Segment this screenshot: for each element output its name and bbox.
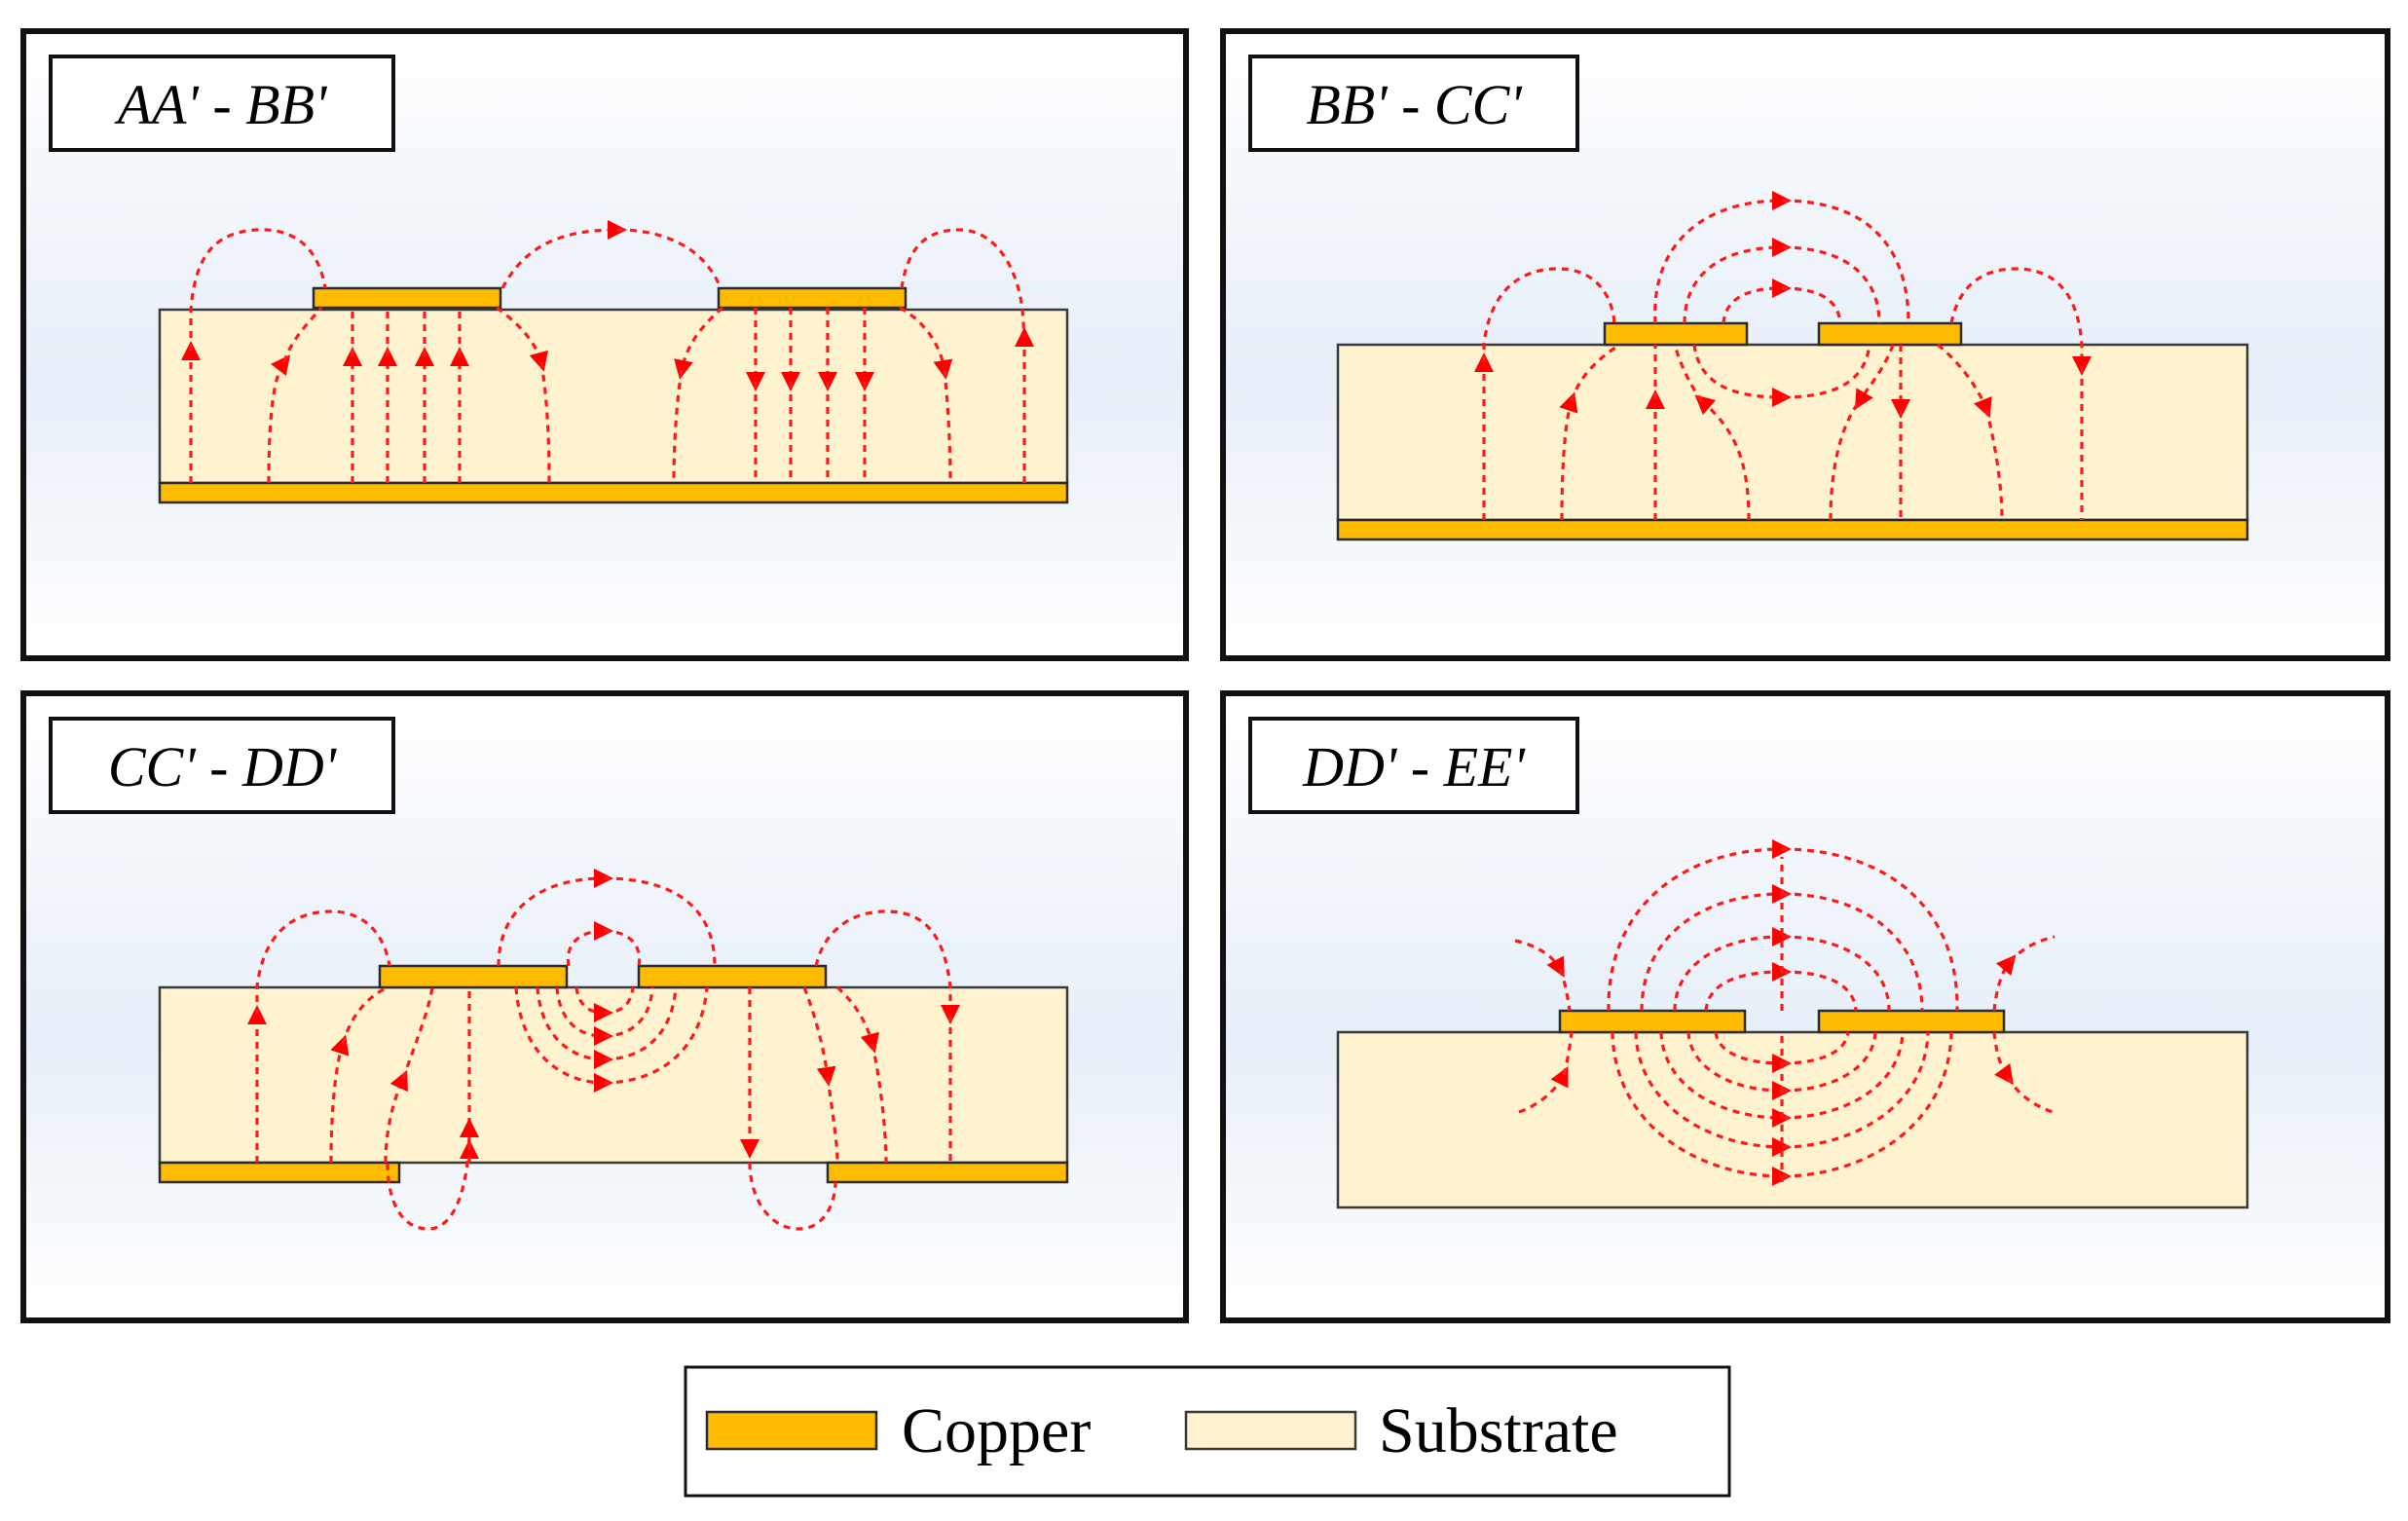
legend-substrate-swatch — [1184, 1410, 1357, 1451]
strip-right — [637, 964, 828, 989]
panel-title: DD' - EE' — [1302, 735, 1526, 798]
strip-left — [1558, 1009, 1747, 1034]
field-lines — [1514, 839, 2056, 1186]
ground-plane — [158, 481, 1069, 504]
field-lines — [1474, 191, 2092, 521]
strip-left — [312, 286, 502, 310]
panel-dd-ee: DD' - EE' — [1220, 690, 2390, 1323]
field-lines — [181, 220, 1034, 484]
panel-title: BB' - CC' — [1306, 73, 1523, 136]
substrate-layer — [158, 985, 1069, 1165]
strip-right — [1817, 321, 1963, 347]
substrate-layer — [158, 308, 1069, 485]
strip-right — [717, 286, 908, 310]
strip-left — [378, 964, 569, 989]
panel-label-box — [49, 55, 395, 152]
legend: Copper Substrate — [684, 1365, 1731, 1498]
substrate-layer — [1336, 1030, 2249, 1209]
substrate-layer — [1336, 343, 2249, 522]
panel-title: AA' - BB' — [114, 73, 328, 136]
panel-label-box — [1248, 717, 1579, 814]
strip-right — [1817, 1009, 2006, 1034]
panel-cc-dd: CC' - DD' — [20, 690, 1189, 1323]
legend-copper-label: Copper — [902, 1395, 1091, 1466]
field-lines — [247, 869, 960, 1231]
ground-plane — [1336, 518, 2249, 541]
ground-plane-left — [158, 1161, 401, 1184]
strip-left — [1603, 321, 1749, 347]
legend-copper-swatch — [705, 1410, 878, 1451]
panel-aa-bb: AA' - BB' — [20, 28, 1189, 661]
panel-title: CC' - DD' — [108, 735, 338, 798]
panel-bb-cc: BB' - CC' — [1220, 28, 2390, 661]
panel-label-box — [1248, 55, 1579, 152]
legend-substrate-label: Substrate — [1379, 1395, 1618, 1466]
ground-plane-right — [826, 1161, 1069, 1184]
panel-label-box — [49, 717, 395, 814]
